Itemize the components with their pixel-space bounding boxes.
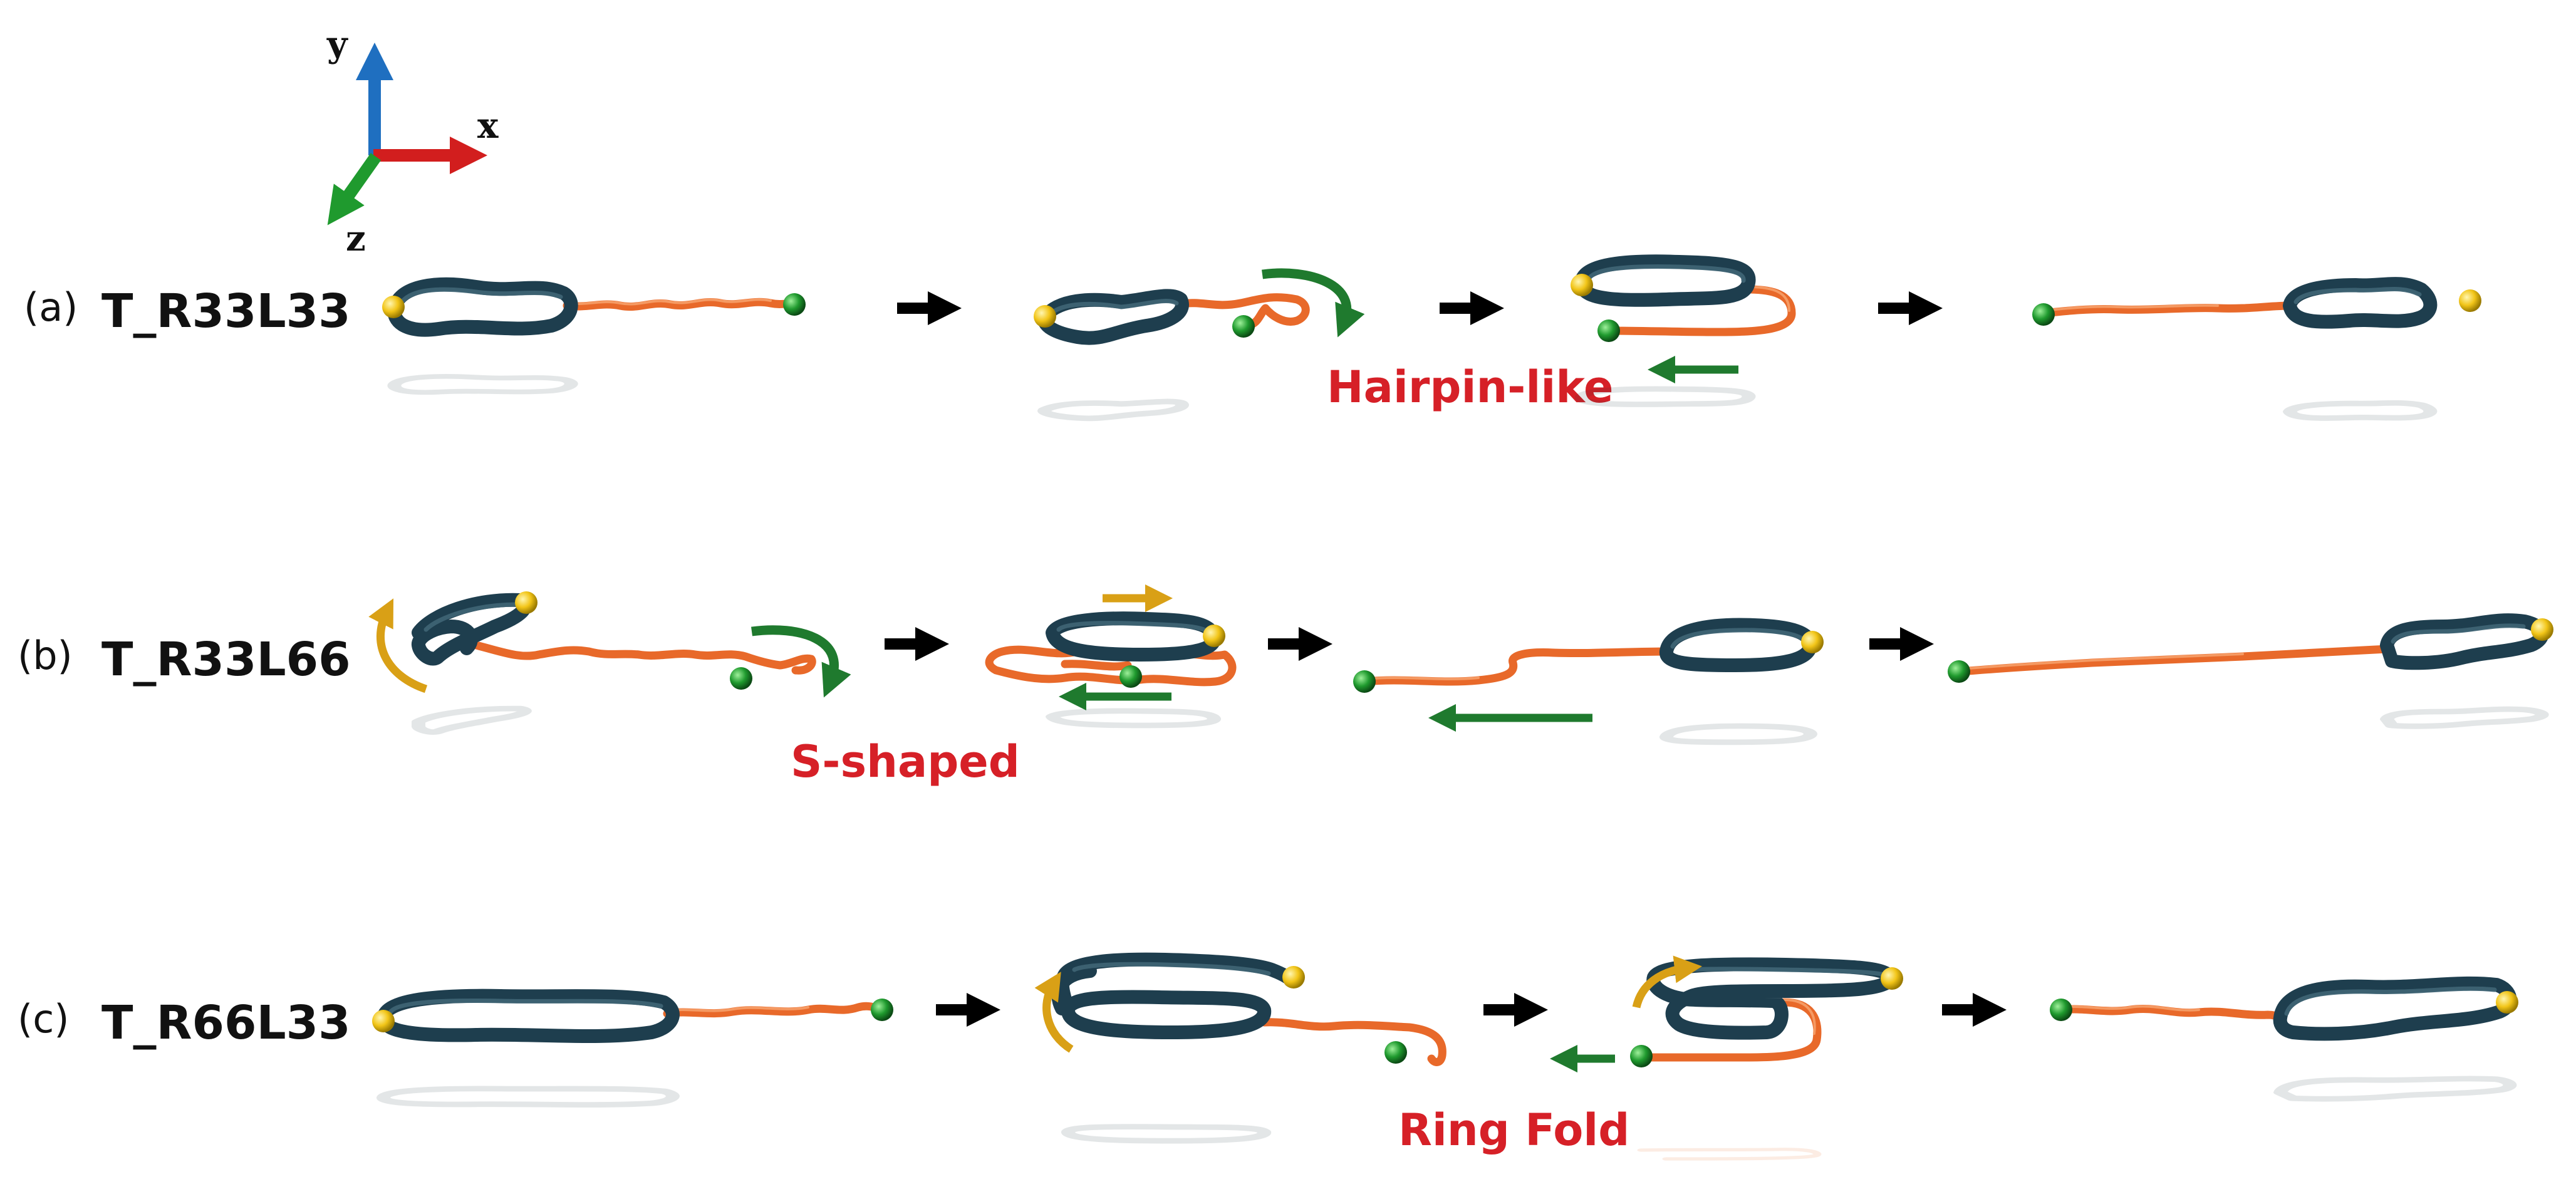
ring-end-bead	[1034, 305, 1056, 328]
conformation-b3	[1353, 618, 1824, 745]
z-axis-arrow	[327, 153, 382, 226]
mechanism-label-a: Hairpin-like	[1327, 361, 1613, 413]
sample-name-a: T_R33L33	[101, 284, 351, 338]
rotation-arrow	[751, 625, 851, 698]
rotation-arrow-gold	[1034, 972, 1074, 1053]
chain-end-bead	[2032, 303, 2055, 326]
chain-end-bead	[871, 999, 893, 1021]
conformation-a1	[382, 277, 806, 395]
x-axis-label: x	[477, 105, 499, 147]
rotation-arrow-gold	[368, 598, 428, 693]
ring-end-bead	[2531, 618, 2553, 641]
row-a: (a) T_R33L33 Hairpin-li	[24, 254, 2481, 422]
conformation-b1	[368, 591, 851, 735]
ring-end-bead	[515, 591, 538, 614]
chain-end-bead	[1630, 1045, 1653, 1067]
ring-end-bead	[2459, 289, 2481, 312]
chain-end-bead	[1232, 315, 1255, 338]
chain-end-bead	[2050, 999, 2072, 1021]
ring-end-bead	[2496, 991, 2518, 1014]
conformation-c2	[1034, 952, 1446, 1144]
ring-end-bead	[1282, 966, 1305, 989]
chain-end-bead	[730, 667, 752, 690]
conformation-a3	[1571, 254, 1796, 407]
conformation-c4	[2050, 976, 2518, 1102]
ring-end-bead	[382, 296, 405, 318]
ring-end-bead	[1881, 967, 1903, 990]
conformation-c1	[372, 989, 893, 1108]
ring-end-bead	[1801, 631, 1824, 653]
ring-end-bead	[372, 1010, 395, 1032]
conformation-a2	[1034, 268, 1365, 422]
panel-label-c: (c)	[18, 996, 69, 1042]
conformation-c3	[1549, 955, 1903, 1161]
chain-end-bead	[1353, 670, 1376, 693]
panel-label-b: (b)	[18, 633, 73, 678]
chain-end-bead	[783, 293, 806, 316]
ring-end-bead	[1571, 274, 1593, 296]
chain-end-bead	[1384, 1041, 1407, 1064]
chain-end-bead	[1597, 319, 1620, 342]
conformation-b4	[1948, 613, 2553, 729]
panel-label-a: (a)	[24, 284, 78, 330]
row-b: (b) T_R33L66 S-shaped	[18, 584, 2553, 787]
mechanism-label-b: S-shaped	[791, 736, 1020, 787]
conformation-a4	[2032, 277, 2481, 421]
mechanism-label-c: Ring Fold	[1398, 1104, 1629, 1156]
sample-name-c: T_R66L33	[101, 996, 351, 1050]
z-axis-label: z	[346, 218, 366, 259]
rotation-arrow-gold	[1632, 955, 1702, 1009]
rotation-arrow	[1262, 268, 1365, 338]
row-c: (c) T_R66L33 Rin	[18, 952, 2518, 1161]
ring-end-bead	[1203, 625, 1225, 647]
axes-indicator: y x z	[326, 24, 499, 259]
y-axis-label: y	[326, 24, 348, 65]
chain-end-bead	[1119, 665, 1142, 688]
chain-end-bead	[1948, 660, 1970, 683]
sample-name-b: T_R33L66	[101, 633, 351, 687]
conformation-b2	[985, 584, 1237, 729]
